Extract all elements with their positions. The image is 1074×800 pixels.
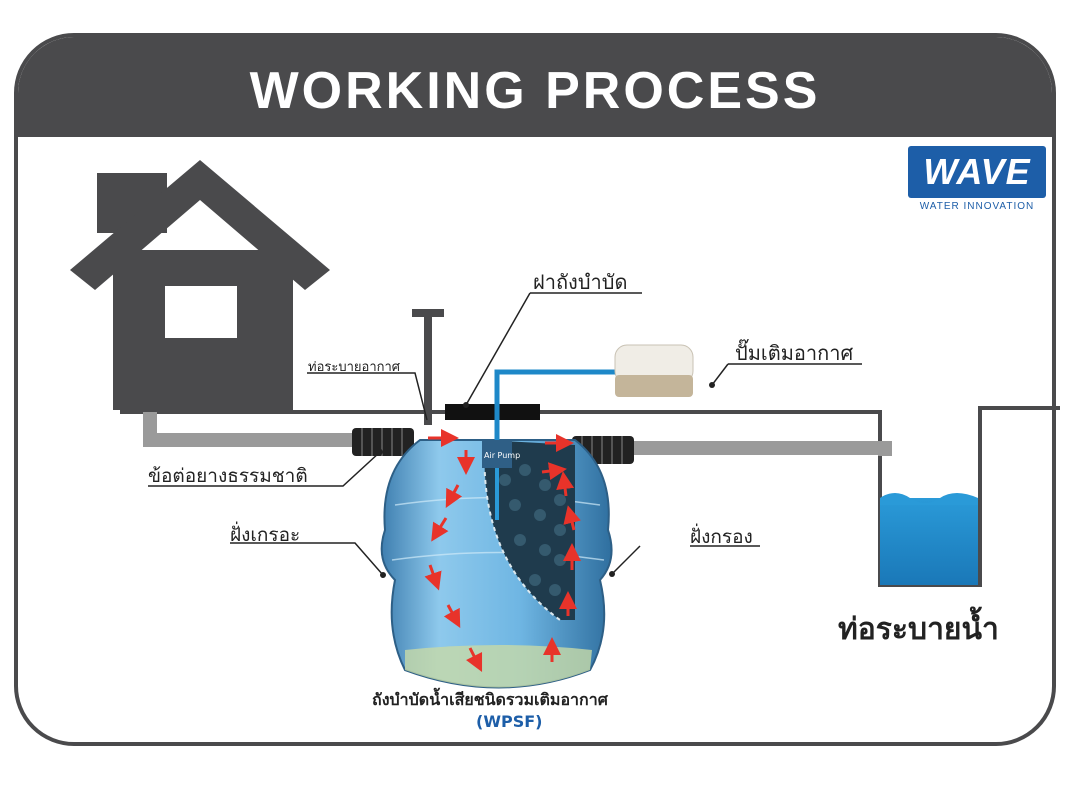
wave-logo: WAVE WATER INNOVATION [908,146,1046,212]
logo-tagline: WATER INNOVATION [919,201,1035,212]
label-filter-side: ฝั่งกรอง [690,526,753,548]
label-tank-lid: ฝาถังบำบัด [533,270,628,294]
title-bar: WORKING PROCESS [18,37,1052,137]
label-tank-model: (WPSF) [476,712,543,731]
drain-water [880,498,978,585]
leader-lines [148,292,862,576]
label-settling-side: ฝั่งเกรอะ [230,524,301,546]
septic-tank: Air Pump [380,439,613,689]
label-rubber-joint: ข้อต่อยางธรรมชาติ [148,465,308,487]
label-tank-name: ถังบำบัดน้ำเสียชนิดรวมเติมอากาศ [372,690,608,709]
page-title: WORKING PROCESS [249,62,821,120]
inlet-pipe [143,412,360,447]
logo-brand: WAVE [908,146,1046,198]
air-pump-icon [614,344,694,397]
outlet-pipe [630,441,892,456]
tank-lid [445,404,540,420]
label-vent-pipe: ท่อระบายอากาศ [308,360,401,375]
house-icon [70,160,330,410]
flow-arrows [424,429,581,673]
label-drain-pipe: ท่อระบายน้ำ [838,612,999,647]
pump-tag: Air Pump [484,451,520,460]
vent-pipe [412,309,444,425]
air-line [494,369,620,440]
label-air-pump: ปั๊มเติมอากาศ [735,341,854,365]
